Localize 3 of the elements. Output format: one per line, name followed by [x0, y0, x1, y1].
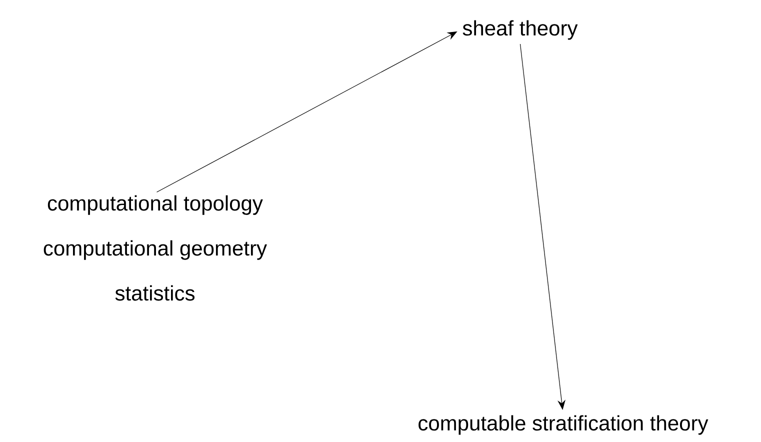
text-label: computational topology computational geometry statistics [44, 195, 267, 301]
text-label: computable stratification theory [418, 415, 708, 435]
text-label: sheaf theory [462, 20, 578, 40]
